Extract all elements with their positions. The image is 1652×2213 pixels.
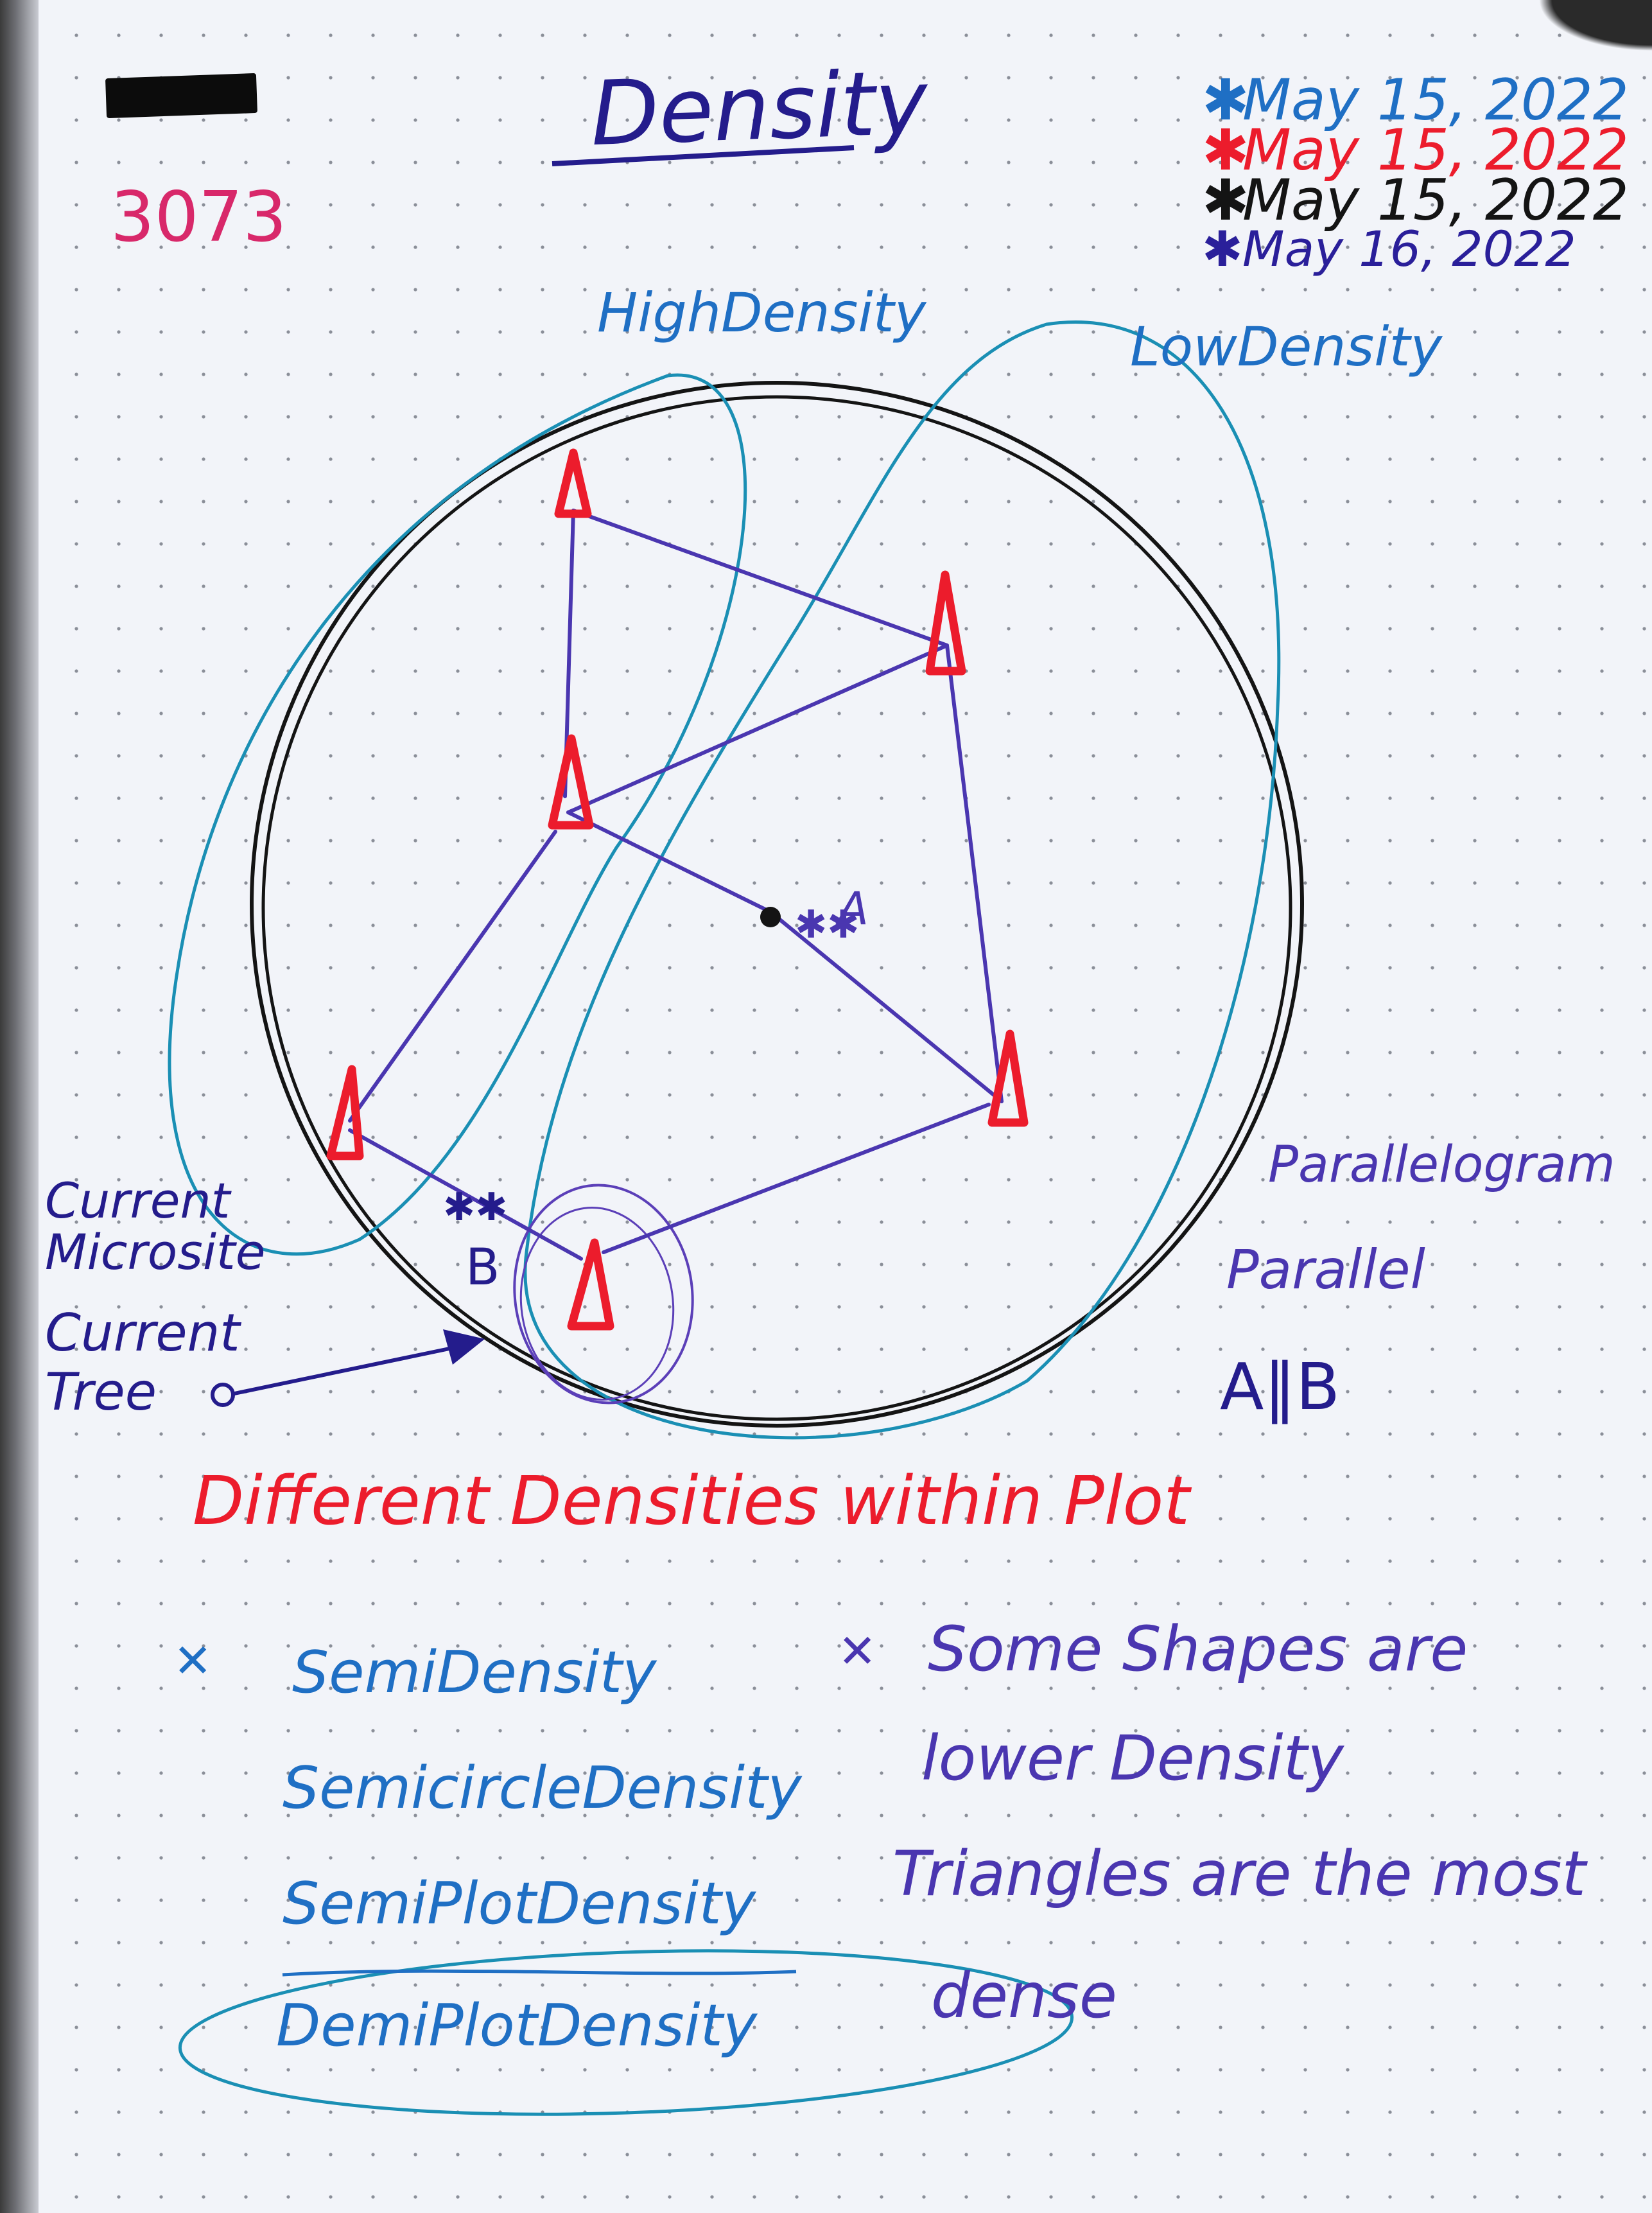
parallelogram-label: Parallelogram [1268,1136,1615,1194]
triangle-bottom [567,1238,614,1331]
observation-line-3: Triangles are the most [892,1838,1587,1910]
date-line-1: May 15, 2022 [1242,67,1629,133]
current-tree-arrow-head [443,1329,485,1365]
a-parallel-b-label: A‖B [1220,1349,1341,1424]
notes-heading: Different Densities within Plot [193,1462,1190,1540]
point-a-label: A [838,882,869,935]
triangle-top [554,448,592,518]
high-density-loop [168,373,747,1256]
title-underline [552,145,855,166]
page-corner-shadow [1524,0,1652,58]
plot-circle-outer [250,381,1304,1428]
current-tree-label: Current Tree [45,1303,240,1422]
density-term-2: SemicircleDensity [283,1754,802,1822]
date-marker-2: ✱ [1202,117,1249,183]
date-marker-1: ✱ [1202,67,1249,133]
density-term-1: SemiDensity [292,1639,657,1706]
page-number: 3073 [110,177,287,258]
microsite-circle-inner [519,1207,675,1401]
date-line-3: May 15, 2022 [1242,167,1629,233]
triangle-right [925,570,966,676]
triangle-lower-right [987,1029,1029,1127]
point-b-label: B [465,1239,500,1297]
density-term-crossed-prefix: ✕ [173,1634,213,1688]
low-density-label: LowDensity [1130,315,1443,378]
high-density-label: HighDensity [597,281,926,344]
triangle-connections [348,509,1004,1261]
parallel-label: Parallel [1226,1238,1425,1301]
tree-triangles [326,448,1029,1331]
current-tree-marker [211,1383,235,1407]
semi-plot-underline [282,1969,797,1977]
low-density-loop [523,320,1281,1440]
demi-plot-ellipse [178,1949,1074,2116]
notebook-binding [0,0,39,2213]
date-line-2: May 15, 2022 [1242,117,1629,183]
current-microsite-label: Current Microsite [45,1172,266,1281]
plot-circle-inner [261,395,1292,1421]
point-a-marker: ✱✱ [795,902,860,947]
triangle-middle [548,734,594,830]
observation-line-1: Some Shapes are [928,1613,1468,1685]
date-marker-4: ✱ [1202,220,1243,277]
observation-crossed-prefix: ✕ [838,1624,877,1678]
current-tree-arrow-line [234,1347,450,1395]
date-line-4: May 16, 2022 [1242,220,1576,277]
density-term-4: DemiPlotDensity [276,1992,758,2060]
microsite-circle [513,1184,694,1404]
date-marker-3: ✱ [1202,167,1249,233]
observation-line-4: dense [931,1960,1117,2032]
density-term-3: SemiPlotDensity [283,1870,756,1937]
point-a-dot [760,907,781,927]
point-b-marker: ✱✱ [443,1185,508,1230]
triangle-left [326,1065,364,1160]
observation-line-2: lower Density [921,1722,1344,1794]
